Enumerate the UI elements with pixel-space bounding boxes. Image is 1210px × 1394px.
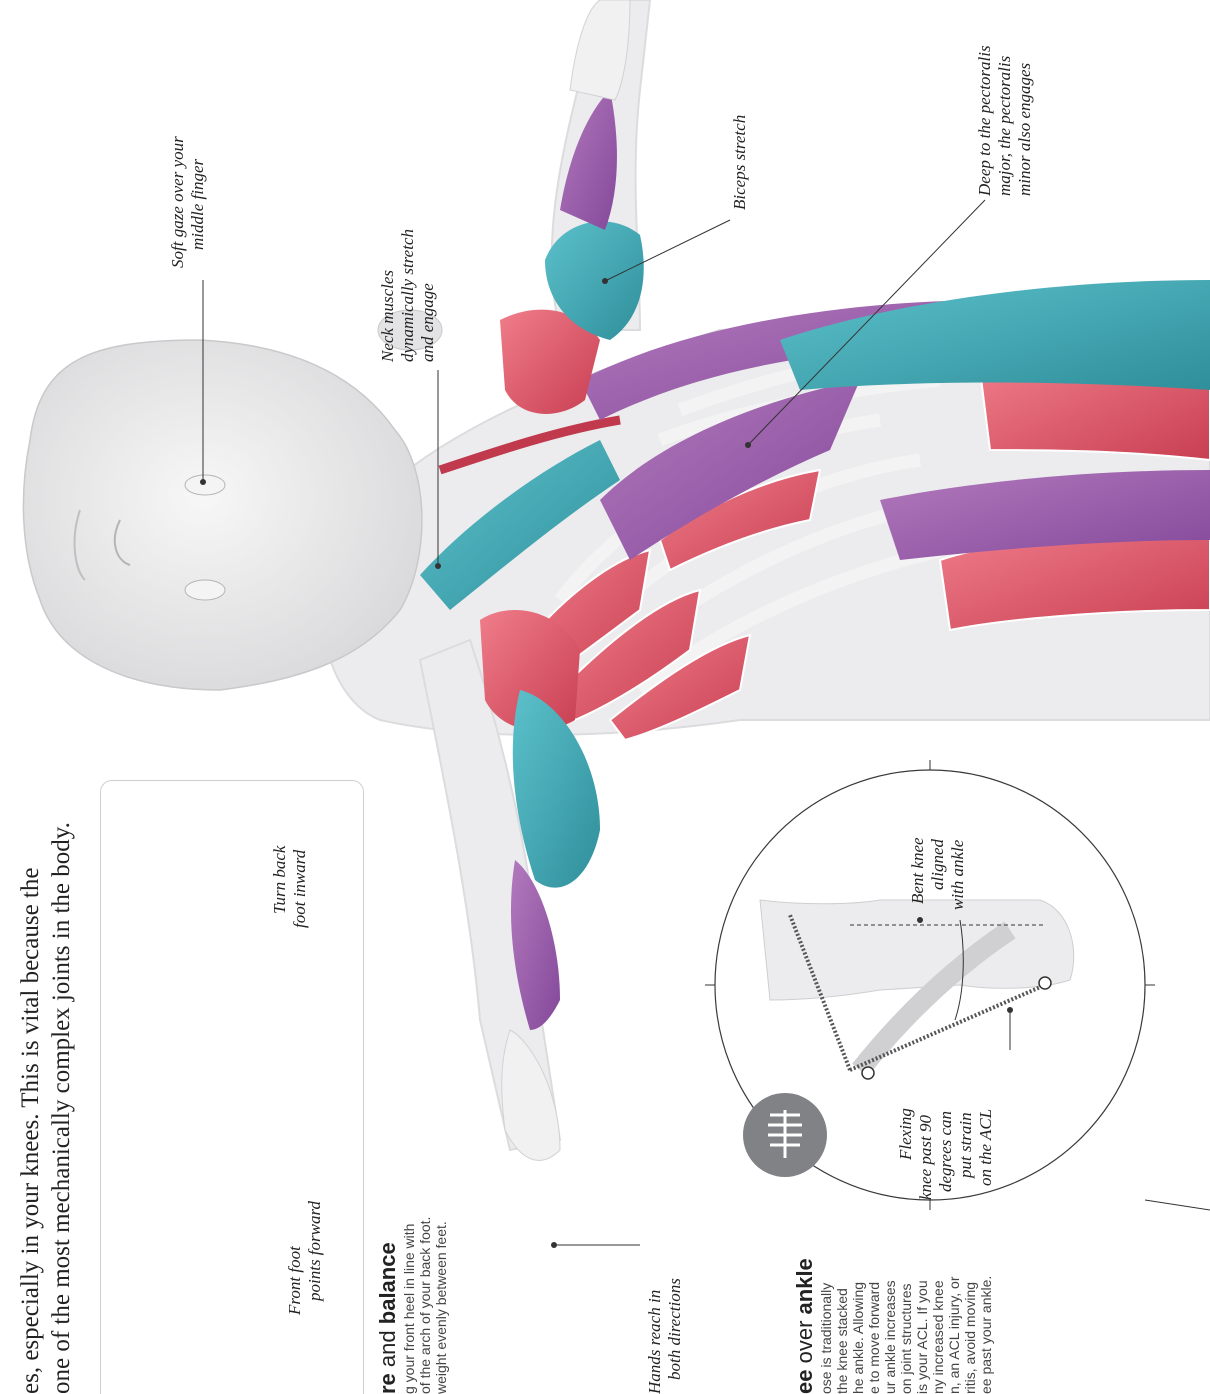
callout-text: Turn back	[270, 846, 290, 928]
heading-part: and	[375, 1330, 400, 1367]
knee-ankle-line: on joint structures	[898, 1258, 914, 1394]
callout-bent-knee: Bent knee aligned with ankle	[908, 837, 968, 910]
callout-text: knee past 90	[916, 1108, 936, 1200]
callout-text: on the ACL	[976, 1108, 996, 1200]
knee-ankle-section: ee over ankle ose is traditionally the k…	[792, 1258, 994, 1394]
callout-hands-reach: Hands reach in both directions	[645, 1278, 685, 1394]
callout-biceps: Biceps stretch	[730, 115, 750, 210]
heading-part: ee	[792, 1370, 817, 1394]
callout-text: Bent knee	[908, 837, 928, 910]
callout-text: points forward	[305, 1201, 325, 1315]
knee-ankle-line: ny increased knee	[930, 1258, 946, 1394]
callout-turn-back: Turn back foot inward	[270, 846, 310, 928]
heading-part: over	[792, 1321, 817, 1364]
intro-line-1: es, especially in your knees. This is vi…	[15, 868, 46, 1394]
knee-ankle-line: the knee stacked	[834, 1258, 850, 1394]
intro-line-2: one of the most mechanically complex joi…	[46, 822, 77, 1394]
heading-part: balance	[375, 1242, 400, 1324]
callout-text: Flexing	[896, 1108, 916, 1200]
callout-text: put strain	[956, 1108, 976, 1200]
balance-line: of the arch of your back foot.	[417, 1217, 433, 1394]
callout-text: with ankle	[948, 837, 968, 910]
upper-hand	[570, 0, 630, 100]
callout-text: Hands reach in	[645, 1278, 665, 1394]
callout-soft-gaze: Soft gaze over your middle finger	[168, 136, 208, 268]
callout-text: dynamically stretch	[398, 229, 418, 362]
balance-line: weight evenly between feet.	[433, 1217, 449, 1394]
skeleton-icon	[743, 1093, 827, 1177]
callout-text: both directions	[665, 1278, 685, 1394]
knee-ankle-line: n, an ACL injury, or	[946, 1258, 962, 1394]
callout-text: degrees can	[936, 1108, 956, 1200]
balance-line: g your front heel in line with	[401, 1217, 417, 1394]
heading-part: re	[375, 1373, 400, 1394]
callout-text: foot inward	[290, 846, 310, 928]
callout-flexing-knee: Flexing knee past 90 degrees can put str…	[896, 1108, 996, 1200]
callout-neck-muscles: Neck muscles dynamically stretch and eng…	[378, 229, 438, 362]
knee-ankle-heading: ee over ankle	[792, 1258, 818, 1394]
callout-text: and engage	[418, 229, 438, 362]
knee-ankle-line: ose is traditionally	[818, 1258, 834, 1394]
callout-text: Neck muscles	[378, 229, 398, 362]
callout-front-foot: Front foot points forward	[285, 1201, 325, 1315]
callout-text: aligned	[928, 837, 948, 910]
callout-text: middle finger	[188, 136, 208, 268]
knee-ankle-line: ee past your ankle.	[978, 1258, 994, 1394]
knee-ankle-line: ritis, avoid moving	[962, 1258, 978, 1394]
intro-text-1: es, especially in your knees. This is vi…	[17, 868, 44, 1394]
callout-text: minor also engages	[1015, 45, 1035, 196]
balance-section: re and balance g your front heel in line…	[375, 1217, 449, 1394]
callout-text: Front foot	[285, 1201, 305, 1315]
intro-text-2: one of the most mechanically complex joi…	[48, 822, 75, 1394]
callout-text: major, the pectoralis	[995, 45, 1015, 196]
knee-ankle-line: e to move forward	[866, 1258, 882, 1394]
callout-pectoralis: Deep to the pectoralis major, the pector…	[975, 45, 1035, 196]
balance-heading: re and balance	[375, 1217, 401, 1394]
knee-ankle-line: he ankle. Allowing	[850, 1258, 866, 1394]
callout-text: Deep to the pectoralis	[975, 45, 995, 196]
knee-ankle-line: ur ankle increases	[882, 1258, 898, 1394]
lat-band	[780, 280, 1210, 390]
knee-ankle-line: is your ACL. If you	[914, 1258, 930, 1394]
callout-text: Soft gaze over your	[168, 136, 188, 268]
callout-text: Biceps stretch	[730, 115, 750, 210]
heading-part: ankle	[792, 1258, 817, 1314]
